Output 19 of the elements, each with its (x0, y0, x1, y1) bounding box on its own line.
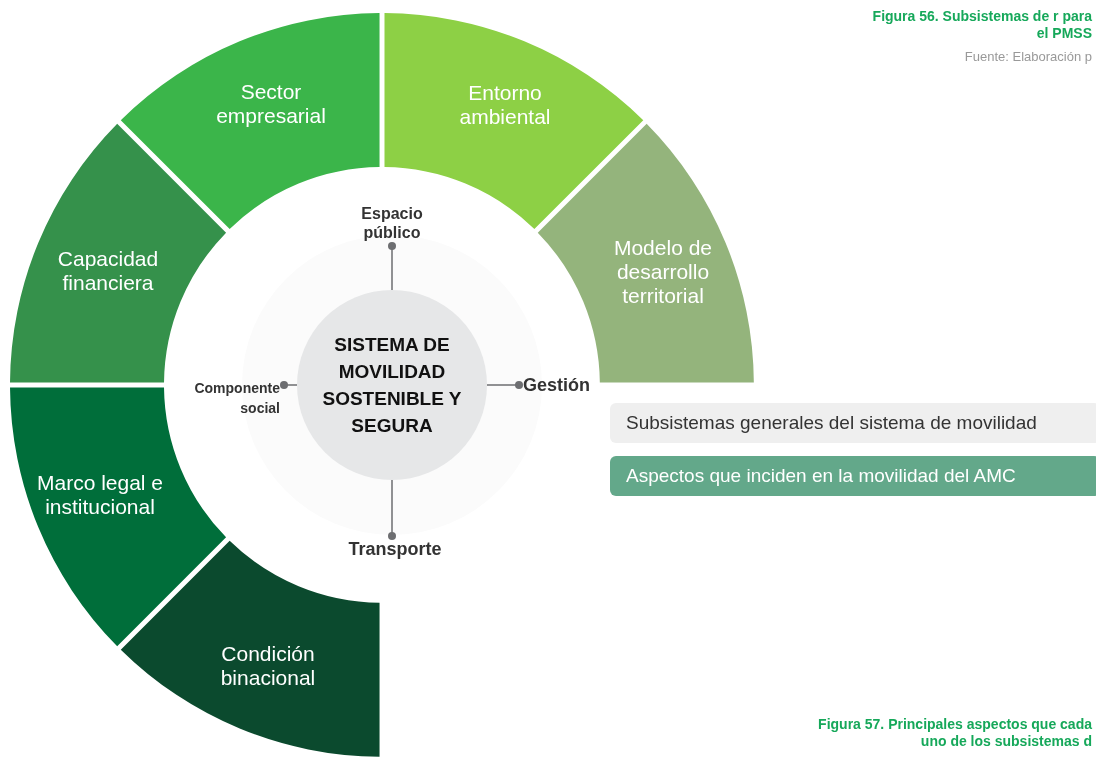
source-note: Fuente: Elaboración p (963, 48, 1092, 65)
segment-label: Sector empresarial (215, 80, 327, 128)
subsystem-label: Gestión (523, 376, 590, 395)
connector-line (388, 242, 396, 291)
subsystem-label: Transporte (330, 540, 460, 559)
pill-label-box: Aspectos que inciden en la movilidad del AMC (610, 456, 1096, 496)
connector-line (280, 381, 298, 389)
segment-label: Capacidad financiera (56, 247, 160, 295)
segment-label: Modelo de desarrollo territorial (612, 236, 713, 308)
figure-caption: Figura 56. Subsistemas de r para el PMSS (871, 8, 1092, 42)
subsystem-label: Espacio público (342, 204, 442, 242)
figure-caption: Figura 57. Principales aspectos que cada uno de los subsistemas d (817, 716, 1092, 750)
segment-label: Entorno ambiental (458, 81, 552, 129)
pill-label-box: Subsistemas generales del sistema de movilidad (610, 403, 1096, 443)
connector-line (388, 479, 396, 540)
segment-label: Marco legal e institucional (35, 471, 165, 519)
subsystem-label: Componente social (168, 378, 280, 418)
connector-line (486, 381, 523, 389)
segment-label: Condición binacional (219, 642, 317, 690)
